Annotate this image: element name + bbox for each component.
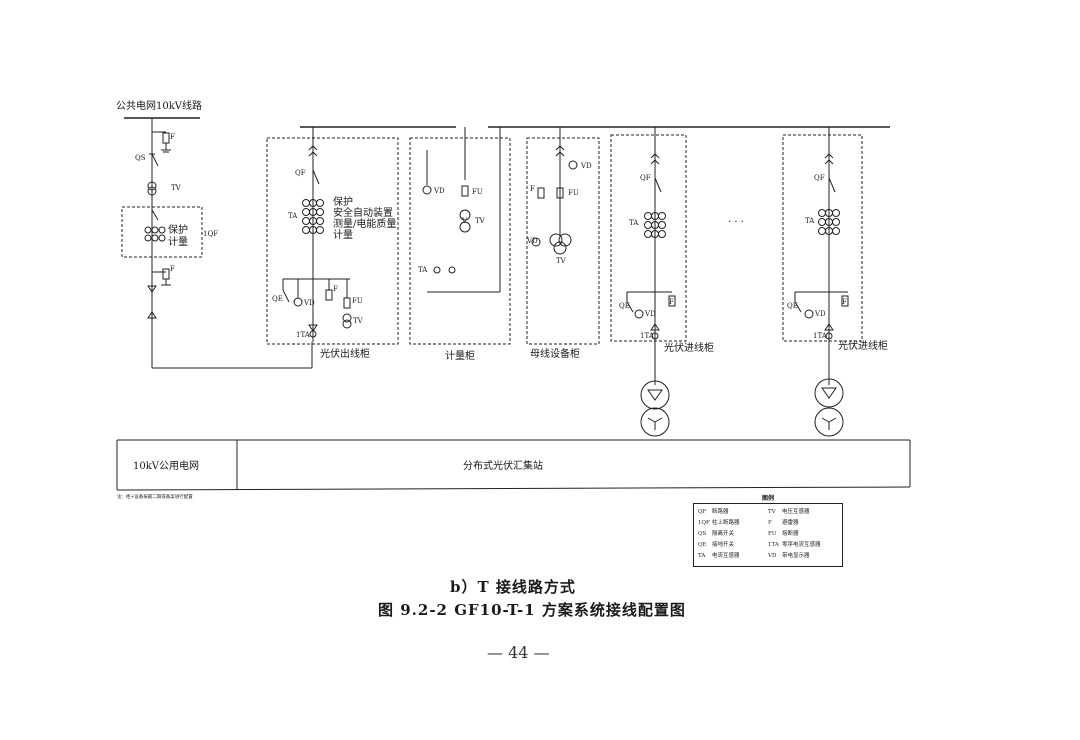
busbar-cabinet-label: 母线设备柜 xyxy=(530,349,580,360)
caption-main: 图 9.2-2 GF10-T-1 方案系统接线配置图 xyxy=(378,601,686,619)
caption-sub: b）T 接线路方式 xyxy=(450,578,576,596)
pv-in-cabinet-2-drawing xyxy=(782,127,863,437)
in1-label-f: F xyxy=(669,298,674,306)
region-station-label: 分布式光伏汇集站 xyxy=(463,461,543,472)
pole-box-label-1: 保护 xyxy=(168,225,188,236)
bus-label-vd: VD xyxy=(581,162,592,170)
region-frame xyxy=(116,439,911,491)
bus-label-tv: TV xyxy=(556,257,566,265)
label-f-top: F xyxy=(170,133,175,141)
in2-label-ta: TA xyxy=(805,217,815,225)
legend-code: FU xyxy=(768,531,777,537)
legend-code: QF xyxy=(698,509,707,515)
in2-label-qe: QE xyxy=(787,302,798,310)
in2-label-1ta: 1TA xyxy=(813,332,827,340)
meter-label-vd: VD xyxy=(434,187,445,195)
grid-feeder xyxy=(121,117,313,369)
out-function-1: 保护 xyxy=(333,197,353,208)
label-1qf: 1QF xyxy=(203,230,219,238)
label-tv-top: TV xyxy=(171,184,181,192)
in1-label-vd: VD xyxy=(645,310,656,318)
legend-code: QS xyxy=(698,531,707,537)
in1-label-qe: QE xyxy=(619,302,630,310)
legend-code: VD xyxy=(768,553,777,559)
pole-box-label-2: 计量 xyxy=(168,237,188,248)
legend-item: VD 带电显示器 xyxy=(768,551,836,559)
legend-name: 熔断器 xyxy=(782,531,799,537)
ellipsis: · · · xyxy=(728,217,744,228)
out-label-fu: FU xyxy=(352,297,363,305)
legend-name: 断路器 xyxy=(712,509,729,515)
legend-item: FU 熔断器 xyxy=(768,529,836,537)
busbar-cabinet-drawing xyxy=(526,127,600,345)
metering-cabinet-label: 计量柜 xyxy=(445,351,475,362)
legend-name: 柱上断路器 xyxy=(712,520,740,526)
out-label-tv: TV xyxy=(353,317,363,325)
legend-name: 避雷器 xyxy=(782,520,799,526)
in1-label-ta: TA xyxy=(629,219,639,227)
legend-name: 接地开关 xyxy=(712,542,735,548)
legend-code: TA xyxy=(698,553,706,559)
legend-item: F 避雷器 xyxy=(768,518,836,526)
metering-cabinet-drawing xyxy=(409,127,511,345)
legend-code: F xyxy=(768,520,772,526)
legend-code: 1QF xyxy=(698,520,710,526)
bus-label-vd-2: VD xyxy=(527,237,538,245)
bus-label-f: F xyxy=(530,185,535,193)
legend-code: TV xyxy=(768,509,776,515)
out-label-qe: QE xyxy=(272,295,283,303)
meter-label-tv: TV xyxy=(475,217,485,225)
in1-label-qf: QF xyxy=(640,174,651,182)
out-label-f: F xyxy=(333,285,338,293)
legend-title: 图例 xyxy=(761,495,774,502)
pv-in-cabinet-1-label: 光伏进线柜 xyxy=(664,343,714,354)
out-function-3: 测量/电能质量 xyxy=(333,219,397,230)
pv-out-cabinet-label: 光伏出线柜 xyxy=(320,349,370,360)
grid-line-label: 公共电网10kV线路 xyxy=(116,101,203,112)
in1-label-1ta: 1TA xyxy=(640,332,654,340)
legend-code: QE xyxy=(698,542,707,548)
legend-item: QS 隔离开关 xyxy=(698,529,766,537)
in2-label-f: F xyxy=(842,298,847,306)
footnote: 注：柜+设备按最二期或备案进行配置 xyxy=(117,495,193,500)
legend-code: 1TA xyxy=(768,542,779,548)
pv-in-cabinet-2-label: 光伏进线柜 xyxy=(838,341,888,352)
legend-name: 电流互感器 xyxy=(712,553,740,559)
label-qs: QS xyxy=(135,154,146,162)
out-function-4: 计量 xyxy=(333,230,353,241)
legend-name: 隔离开关 xyxy=(712,531,735,537)
in2-label-qf: QF xyxy=(814,174,825,182)
out-label-1ta: 1TA xyxy=(296,331,310,339)
legend-item: TA 电流互感器 xyxy=(698,551,766,559)
region-grid-label: 10kV公用电网 xyxy=(133,461,200,472)
legend-item: QF 断路器 xyxy=(698,507,766,515)
legend-name: 零序电流互感器 xyxy=(782,542,821,548)
out-label-vd: VD xyxy=(304,299,315,307)
meter-label-ta: TA xyxy=(418,266,428,274)
pv-in-cabinet-1-drawing xyxy=(610,127,687,437)
meter-label-fu: FU xyxy=(472,188,483,196)
page-number: — 44 — xyxy=(487,643,550,662)
pv-out-cabinet-drawing xyxy=(266,127,399,345)
out-label-ta: TA xyxy=(288,212,298,220)
bus-label-fu: FU xyxy=(568,189,579,197)
legend-item: TV 电压互感器 xyxy=(768,507,836,515)
legend-name: 带电显示器 xyxy=(782,553,810,559)
legend-name: 电压互感器 xyxy=(782,509,810,515)
meter-label-v: V xyxy=(462,217,468,225)
out-label-qf: QF xyxy=(295,169,306,177)
in2-label-vd: VD xyxy=(815,310,826,318)
out-function-2: 安全自动装置 xyxy=(333,208,393,219)
legend-item: QE 接地开关 xyxy=(698,540,766,548)
label-f-bottom: F xyxy=(170,265,175,273)
